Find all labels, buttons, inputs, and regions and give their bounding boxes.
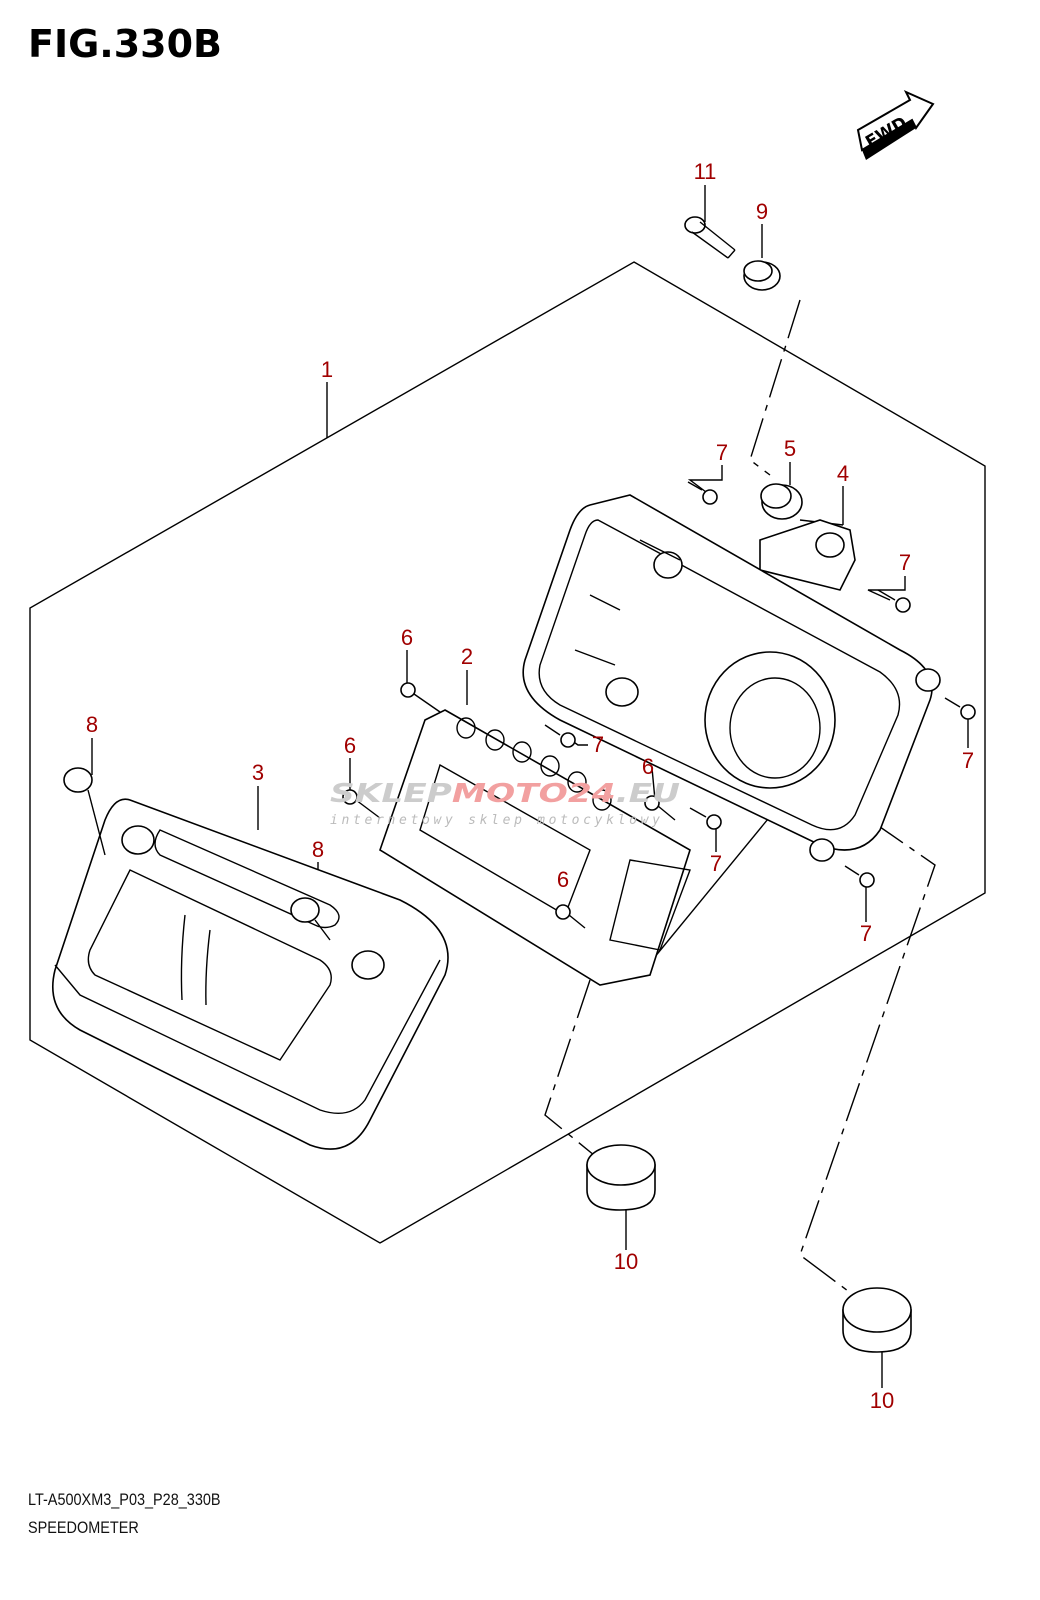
cushion-part-10 — [586, 1144, 656, 1211]
callout-7: 7 — [592, 732, 604, 757]
bracket-part-4 — [759, 519, 856, 591]
lens-cover-part-3 — [51, 798, 449, 1150]
callout-7: 7 — [716, 440, 728, 465]
callout-6: 6 — [401, 625, 413, 650]
callout-10: 10 — [870, 1388, 894, 1413]
callout-6: 6 — [557, 867, 569, 892]
callout-10: 10 — [614, 1249, 638, 1274]
assembly-boundary — [29, 261, 986, 1244]
callout-6: 6 — [344, 733, 356, 758]
callout-9: 9 — [756, 199, 768, 224]
screw-part-8 — [63, 767, 106, 856]
callout-3: 3 — [252, 760, 264, 785]
callout-4: 4 — [837, 461, 849, 486]
callout-8: 8 — [86, 712, 98, 737]
grommet-part-5 — [760, 483, 803, 520]
callout-2: 2 — [461, 644, 473, 669]
callout-6: 6 — [642, 754, 654, 779]
collar-part-9 — [743, 260, 781, 291]
watermark-tagline: internetowy sklep motocyklowy — [330, 813, 660, 828]
callout-7: 7 — [710, 851, 722, 876]
callout-11: 11 — [694, 159, 717, 184]
fwd-arrow-icon: FWD — [856, 89, 935, 160]
callout-7: 7 — [860, 921, 872, 946]
leader-lines — [91, 185, 969, 1388]
callout-labels: 11 9 1 7 5 4 7 6 2 8 6 3 7 6 7 8 7 6 7 1… — [86, 159, 974, 1413]
small-screws — [342, 481, 976, 929]
callout-7: 7 — [899, 550, 911, 575]
callout-8: 8 — [312, 837, 324, 862]
diagram-caption: SPEEDOMETER — [28, 1518, 139, 1537]
screw-part-8 — [290, 897, 331, 941]
callout-1: 1 — [321, 357, 333, 382]
callout-7: 7 — [962, 748, 974, 773]
figure-title: FIG.330B — [28, 22, 223, 66]
callout-5: 5 — [784, 436, 796, 461]
cushion-part-10 — [842, 1287, 912, 1353]
rear-case — [522, 494, 941, 862]
diagram-code: LT-A500XM3_P03_P28_330B — [28, 1490, 221, 1509]
bolt-part-11 — [684, 216, 736, 259]
